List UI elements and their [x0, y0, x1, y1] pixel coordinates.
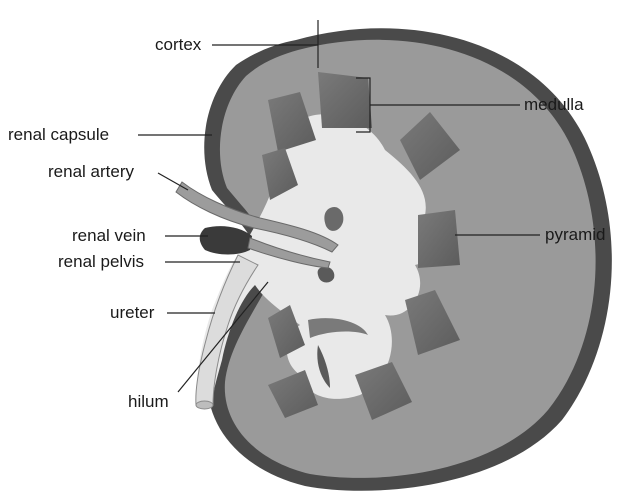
ureter-opening	[196, 401, 213, 409]
pyramid-5	[418, 210, 460, 268]
label-ureter: ureter	[110, 303, 154, 323]
label-cortex: cortex	[155, 35, 201, 55]
renal-vein-shape	[200, 226, 252, 254]
label-renal-capsule: renal capsule	[8, 125, 109, 145]
label-renal-vein: renal vein	[72, 226, 146, 246]
leader-renal-artery	[158, 173, 188, 190]
label-renal-artery: renal artery	[48, 162, 134, 182]
label-medulla: medulla	[524, 95, 584, 115]
label-renal-pelvis: renal pelvis	[58, 252, 144, 272]
label-hilum: hilum	[128, 392, 169, 412]
label-pyramid: pyramid	[545, 225, 605, 245]
pyramid-1	[318, 72, 372, 128]
